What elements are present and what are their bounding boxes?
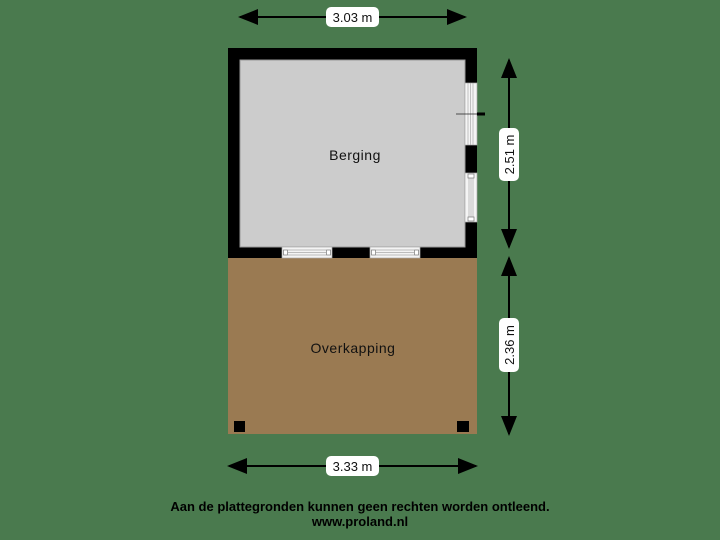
door-right	[456, 82, 485, 146]
room-overkapping	[228, 258, 477, 434]
room-label-berging: Berging	[329, 147, 381, 163]
dimension-bottom: 3.33 m	[227, 456, 478, 476]
dimension-top-label: 3.03 m	[333, 10, 373, 25]
post-right	[457, 421, 469, 432]
dimension-right-lower: 2.36 m	[499, 256, 519, 436]
dimension-right-upper-label: 2.51 m	[502, 135, 517, 175]
window-bottom-left	[281, 246, 333, 259]
dimension-top: 3.03 m	[238, 7, 467, 27]
dimension-right-lower-label: 2.36 m	[502, 325, 517, 365]
dimension-right-upper: 2.51 m	[499, 58, 519, 249]
footer-disclaimer: Aan de plattegronden kunnen geen rechten…	[170, 499, 550, 514]
footer-website[interactable]: www.proland.nl	[311, 514, 409, 529]
post-left	[234, 421, 245, 432]
room-berging	[239, 59, 466, 248]
window-right	[464, 172, 478, 223]
window-bottom-right	[369, 246, 421, 259]
room-label-overkapping: Overkapping	[311, 340, 396, 356]
dimension-bottom-label: 3.33 m	[333, 459, 373, 474]
